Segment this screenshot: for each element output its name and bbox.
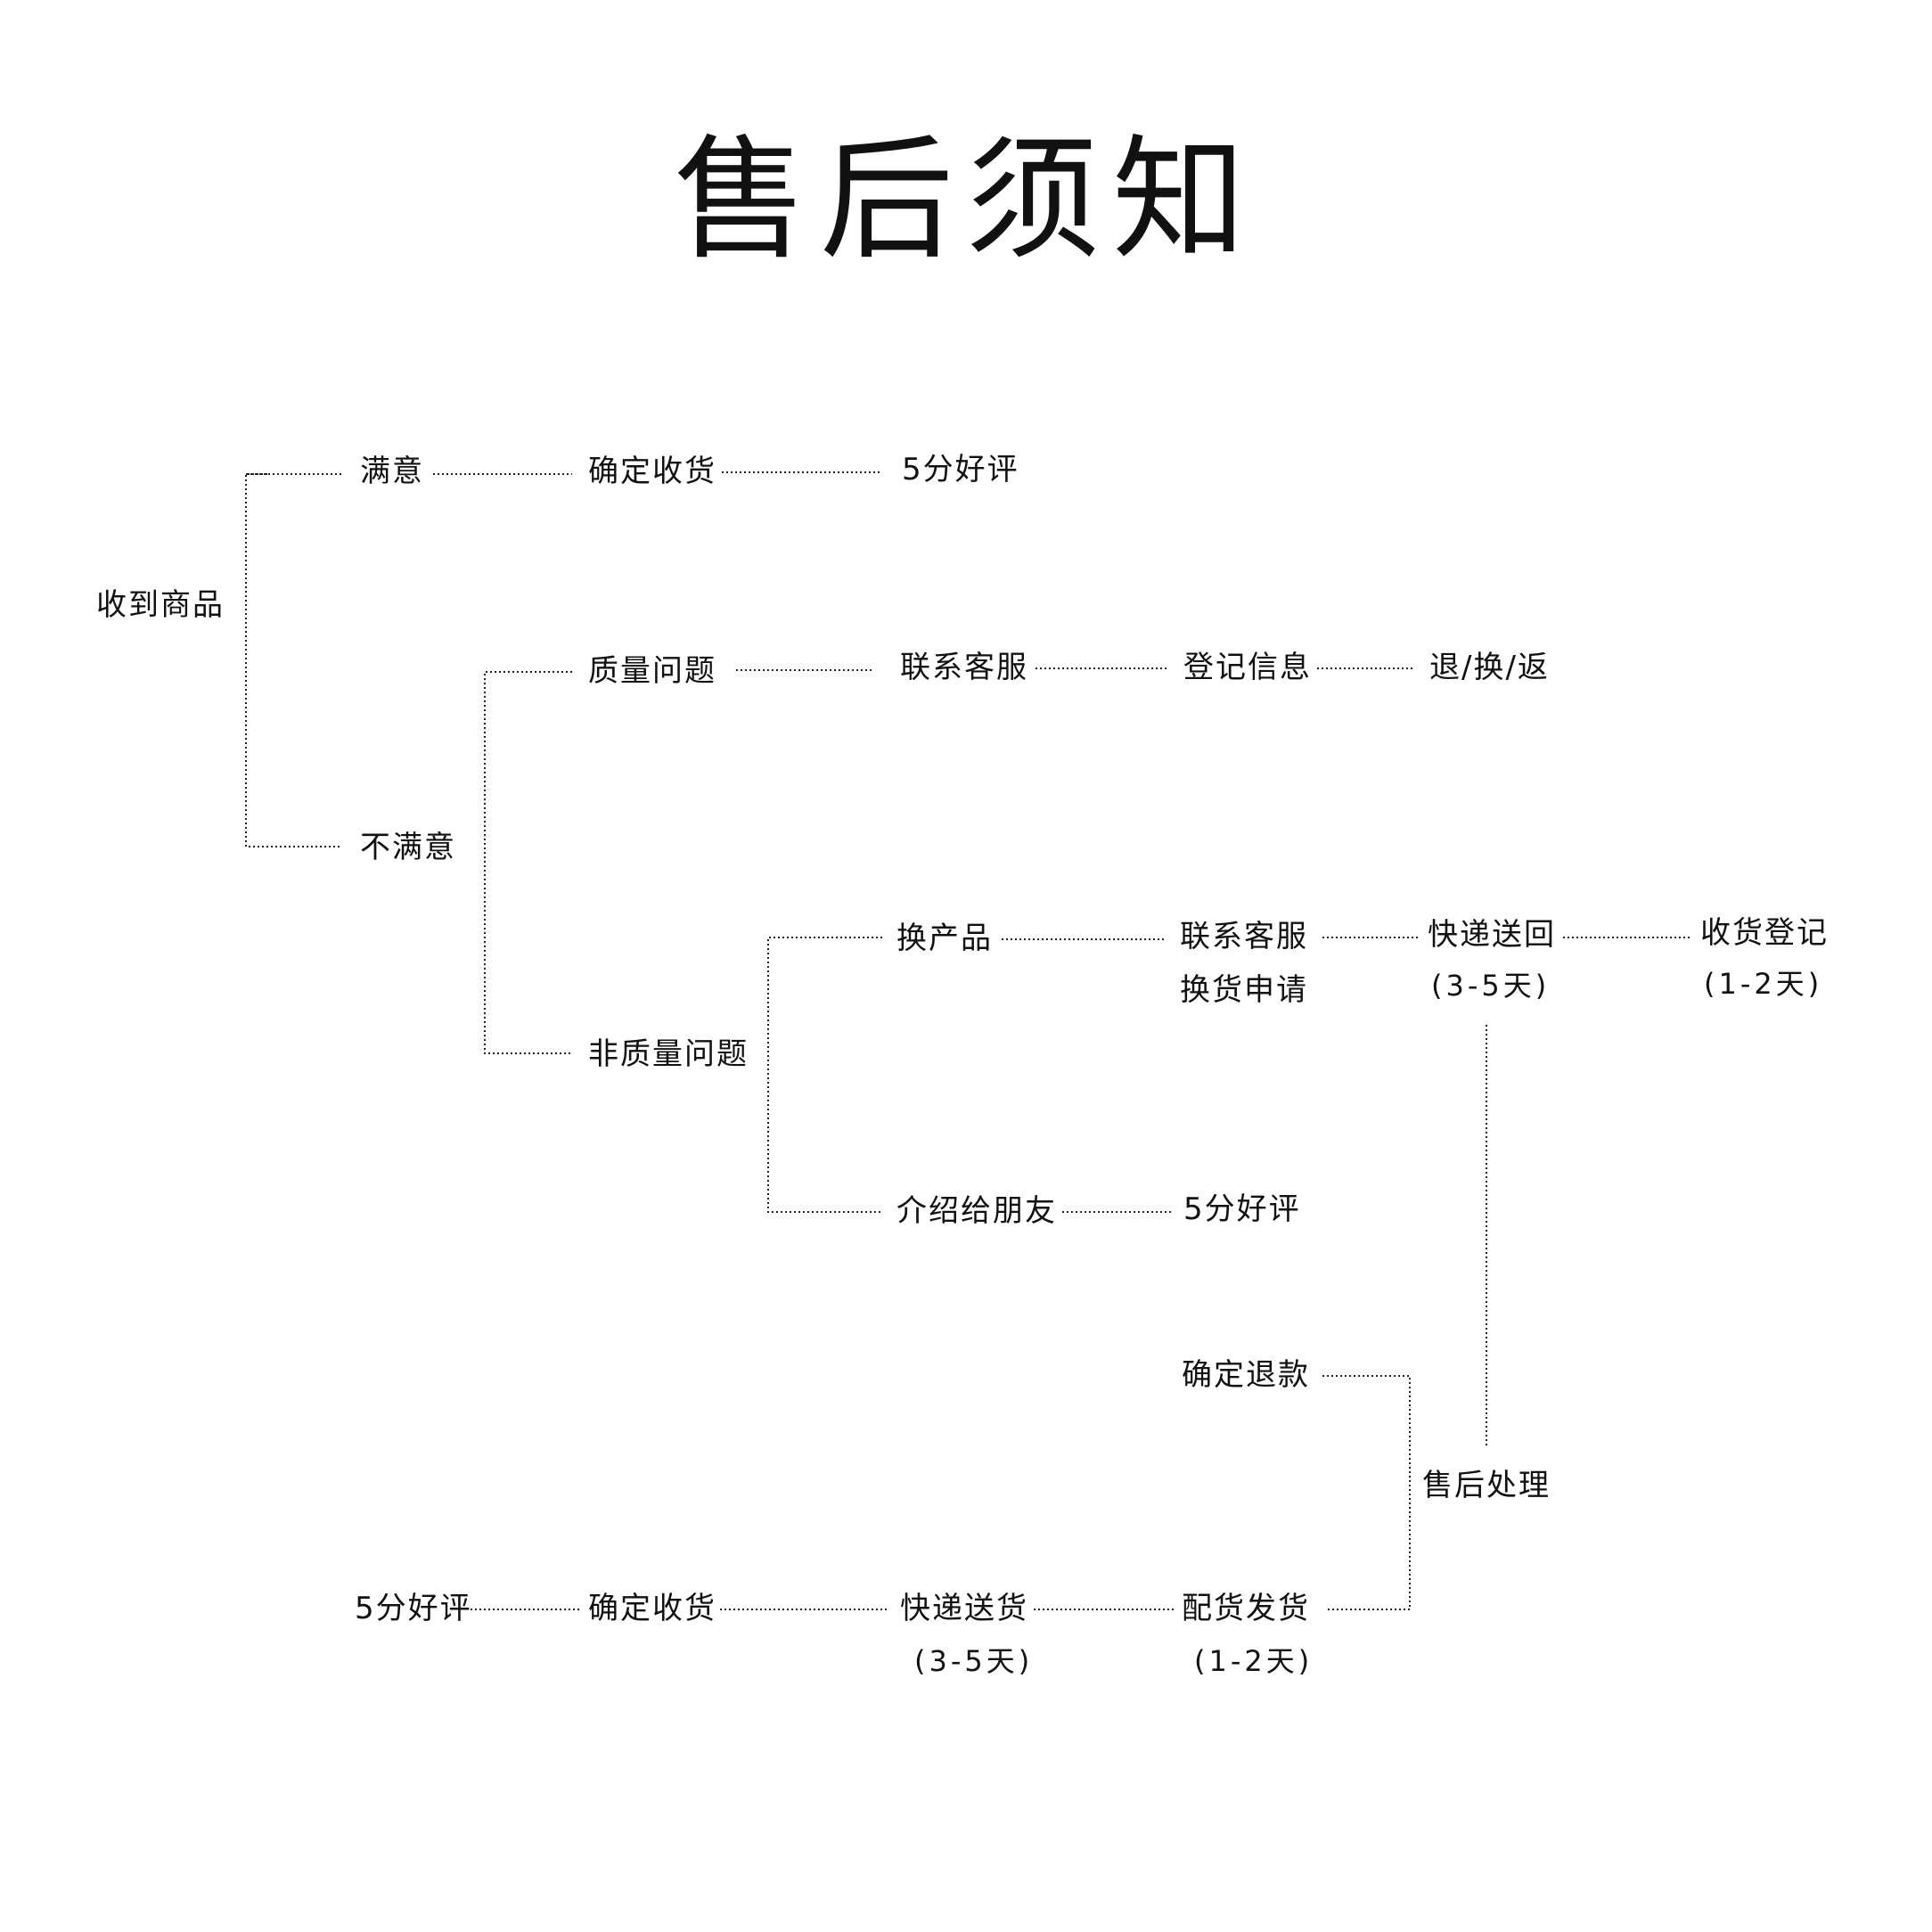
connector-unsatisfied-bracket: [484, 671, 572, 1054]
node-after-sales-processing: 售后处理: [1422, 1468, 1551, 1503]
node-receipt-register-days: (1-2天): [1704, 967, 1823, 1001]
node-confirm-refund: 确定退款: [1182, 1357, 1310, 1393]
node-satisfied: 满意: [360, 454, 424, 489]
node-received-goods: 收到商品: [96, 587, 225, 623]
connector-nonquality-bracket: [767, 937, 882, 1213]
node-express-return: 快递送回: [1428, 917, 1556, 953]
node-confirm-receipt-top: 确定收货: [588, 454, 716, 489]
connector-received-bracket: [245, 473, 342, 847]
node-receipt-register: 收货登记: [1700, 915, 1829, 951]
node-return-exchange: 退/换/返: [1429, 650, 1550, 685]
node-introduce-friends: 介绍给朋友: [896, 1193, 1057, 1229]
node-quality-issue: 质量问题: [588, 653, 716, 689]
node-unsatisfied: 不满意: [360, 830, 456, 865]
page-title: 售后须知: [673, 123, 1258, 278]
node-five-star-friends: 5分好评: [1183, 1191, 1301, 1227]
node-confirm-receipt-bottom: 确定收货: [588, 1591, 716, 1626]
node-contact-cs-quality: 联系客服: [900, 650, 1028, 685]
connector-aftersales-bracket: [1322, 1375, 1411, 1610]
node-non-quality-issue: 非质量问题: [588, 1036, 749, 1072]
node-express-delivery: 快递送货: [900, 1591, 1028, 1626]
node-express-return-days: (3-5天): [1431, 969, 1551, 1003]
node-express-delivery-days: (3-5天): [914, 1644, 1034, 1678]
node-pick-and-ship-days: (1-2天): [1194, 1644, 1314, 1678]
node-register-info: 登记信息: [1183, 650, 1312, 685]
node-exchange-product: 换产品: [896, 921, 993, 956]
node-five-star-top: 5分好评: [902, 452, 1019, 487]
node-pick-and-ship: 配货发货: [1182, 1591, 1310, 1626]
node-contact-cs-exchange: 联系客服: [1180, 919, 1308, 954]
node-exchange-application: 换货申请: [1180, 972, 1308, 1008]
node-five-star-bottom: 5分好评: [355, 1591, 472, 1626]
